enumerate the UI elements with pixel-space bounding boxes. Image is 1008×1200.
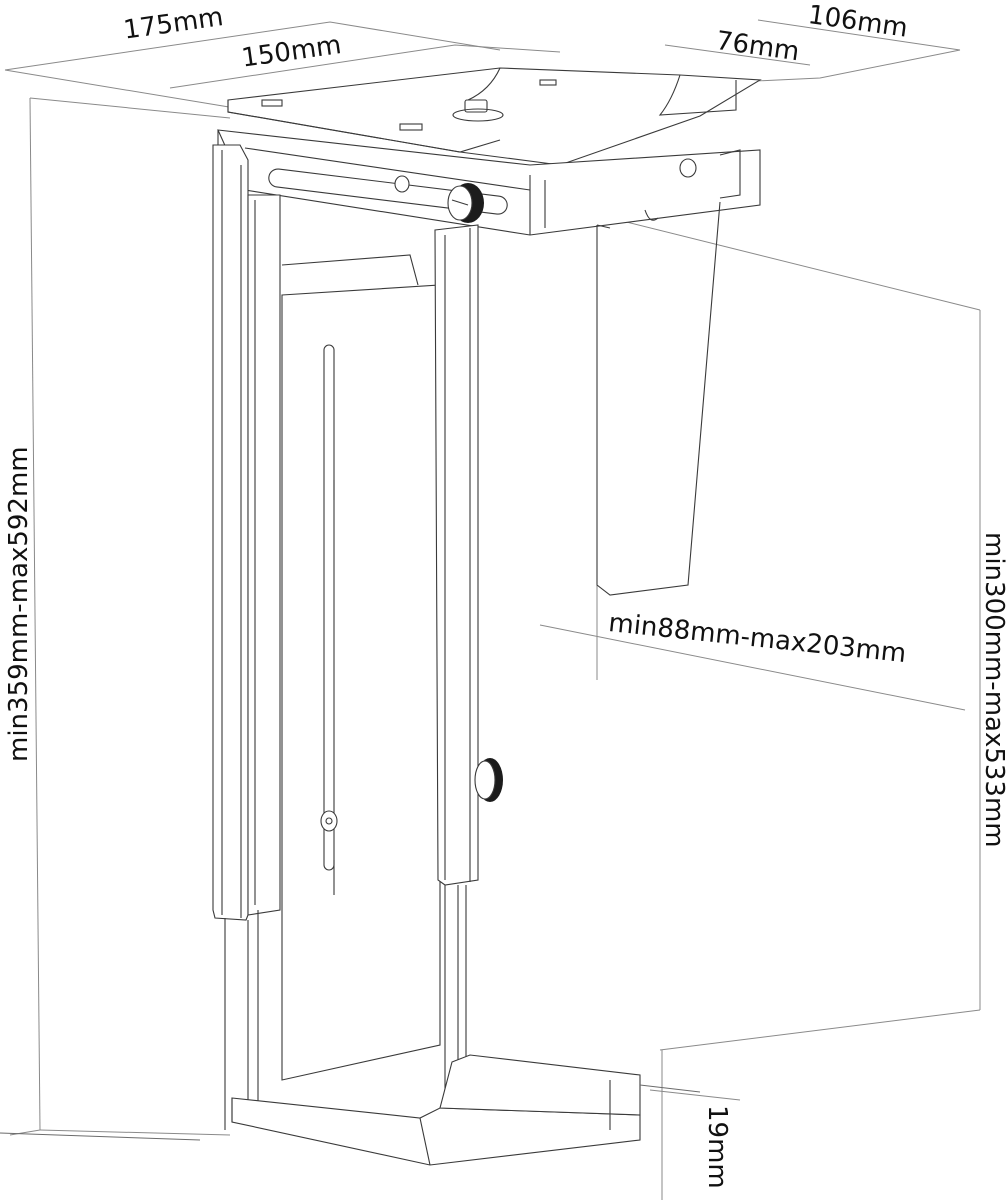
rear-side-plate [596, 201, 721, 596]
top-dimension-lines [4, 19, 961, 1136]
bottom-tray [231, 1054, 641, 1166]
inner-side-panel [281, 254, 441, 1081]
left-vertical-arm [212, 144, 281, 1130]
top-mounting-plate [227, 67, 762, 166]
dim-label-19mm: 19mm [702, 1105, 732, 1189]
dim-label-case-height-range: min300mm-max533mm [979, 532, 1008, 848]
dim-label-overall-height: min359mm-max592mm [4, 446, 34, 762]
middle-knurled-knob [474, 758, 503, 802]
slot-screw [320, 810, 338, 832]
top-knurled-knob [447, 183, 484, 223]
desk-reference-lines [0, 1084, 701, 1141]
middle-vertical-pole [434, 224, 479, 1110]
